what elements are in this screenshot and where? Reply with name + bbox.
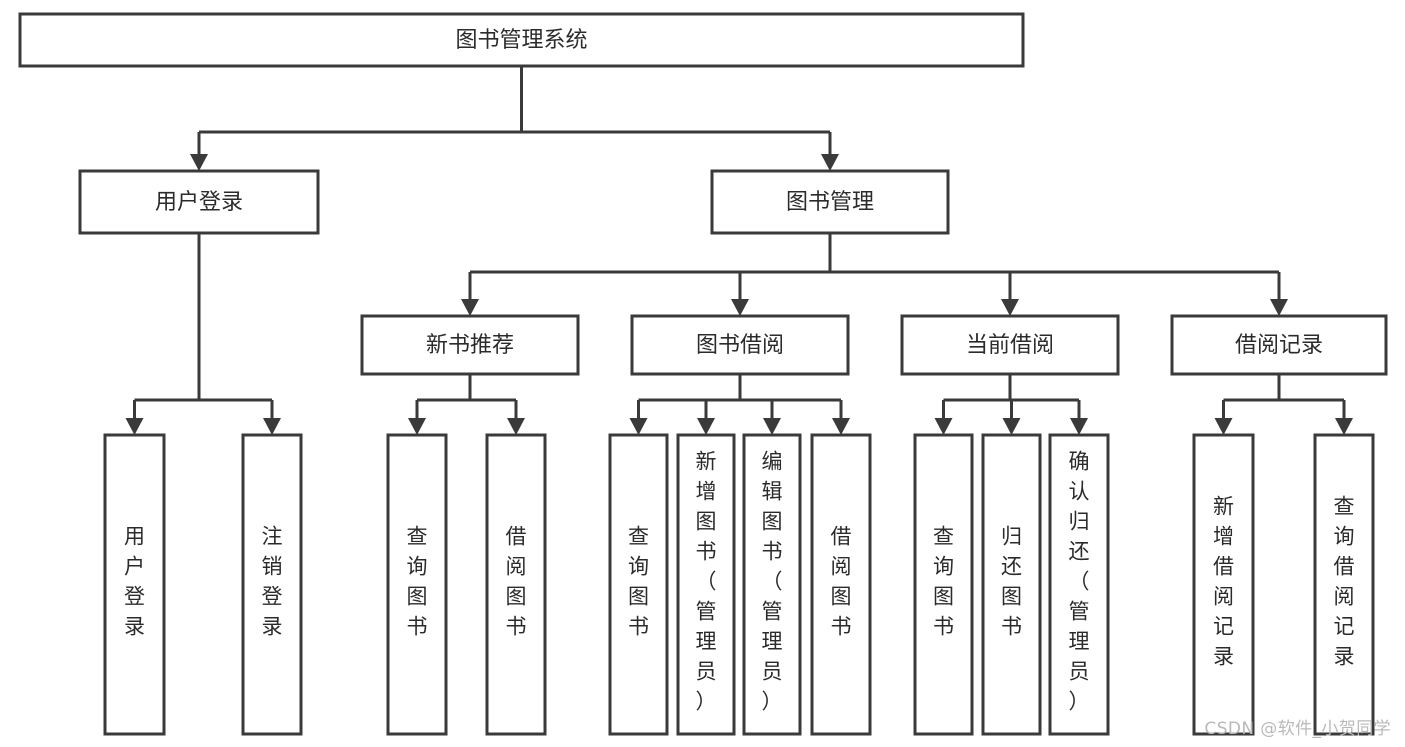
- arrow-head-icon: [1070, 418, 1088, 435]
- node-label: 图书借阅: [696, 333, 784, 358]
- node-label: 确认归还（管理员）: [1069, 450, 1090, 714]
- node-label: 当前借阅: [966, 333, 1054, 358]
- node-current-borrow[interactable]: 当前借阅: [900, 314, 1120, 376]
- arrow-head-icon: [731, 299, 749, 316]
- arrow-head-icon: [1002, 418, 1021, 435]
- node-leaf-return-book[interactable]: 归还图书: [981, 433, 1042, 736]
- arrow-head-icon: [934, 418, 953, 435]
- node-label: 编辑图书（管理员）: [762, 450, 783, 714]
- node-label: 图书管理系统: [455, 28, 587, 53]
- arrow-head-icon: [629, 418, 648, 435]
- node-leaf-query-book-3[interactable]: 查询图书: [913, 433, 974, 736]
- connector-layer: [125, 66, 1353, 435]
- node-leaf-confirm-return[interactable]: 确认归还（管理员）: [1048, 433, 1110, 736]
- node-user-login[interactable]: 用户登录: [78, 169, 320, 235]
- node-book-borrow[interactable]: 图书借阅: [630, 314, 850, 376]
- node-label: 查询借阅记录: [1334, 495, 1355, 669]
- node-label: 注销登录: [262, 525, 283, 639]
- arrow-head-icon: [832, 418, 850, 435]
- node-leaf-borrow-book-1[interactable]: 借阅图书: [485, 433, 547, 736]
- arrow-head-icon: [1001, 299, 1019, 316]
- node-leaf-logout-login[interactable]: 注销登录: [241, 433, 303, 736]
- node-leaf-query-record[interactable]: 查询借阅记录: [1313, 433, 1375, 736]
- node-label: 借阅图书: [831, 525, 852, 639]
- node-label: 查询图书: [933, 525, 954, 639]
- node-leaf-add-book[interactable]: 新增图书（管理员）: [676, 433, 736, 736]
- node-leaf-edit-book[interactable]: 编辑图书（管理员）: [742, 433, 802, 736]
- node-label: 归还图书: [1001, 525, 1022, 639]
- arrow-head-icon: [1214, 418, 1233, 435]
- node-root-图书管理系统[interactable]: 图书管理系统: [18, 12, 1025, 68]
- arrow-head-icon: [125, 418, 144, 435]
- node-borrow-record[interactable]: 借阅记录: [1170, 314, 1388, 376]
- node-label: 查询图书: [407, 525, 428, 639]
- arrow-head-icon: [408, 418, 426, 435]
- node-label: 新增借阅记录: [1213, 495, 1234, 669]
- node-leaf-query-book-2[interactable]: 查询图书: [608, 433, 669, 736]
- node-book-manage[interactable]: 图书管理: [710, 169, 950, 235]
- node-label: 图书管理: [786, 190, 874, 215]
- arrow-head-icon: [697, 418, 715, 435]
- node-label: 新增图书（管理员）: [696, 450, 717, 714]
- arrow-head-icon: [461, 299, 479, 316]
- node-label: 借阅图书: [506, 525, 527, 639]
- node-layer: 图书管理系统用户登录图书管理新书推荐图书借阅当前借阅借阅记录用户登录注销登录查询…: [18, 12, 1388, 736]
- node-label: 借阅记录: [1235, 333, 1323, 358]
- node-label: 用户登录: [124, 525, 145, 639]
- arrow-head-icon: [190, 154, 208, 171]
- node-leaf-borrow-book-2[interactable]: 借阅图书: [810, 433, 872, 736]
- arrow-head-icon: [1270, 299, 1288, 316]
- node-label: 查询图书: [628, 525, 649, 639]
- arrow-head-icon: [1335, 418, 1353, 435]
- node-leaf-query-book-1[interactable]: 查询图书: [386, 433, 448, 736]
- node-label: 用户登录: [155, 190, 243, 215]
- arrow-head-icon: [263, 418, 281, 435]
- node-leaf-user-login[interactable]: 用户登录: [103, 433, 166, 736]
- arrow-head-icon: [763, 418, 781, 435]
- arrow-head-icon: [507, 418, 525, 435]
- watermark: CSDN @软件_小贺同学: [1204, 719, 1391, 739]
- node-leaf-add-record[interactable]: 新增借阅记录: [1192, 433, 1255, 736]
- node-new-book-recommend[interactable]: 新书推荐: [360, 314, 580, 376]
- node-label: 新书推荐: [426, 333, 514, 358]
- arrow-head-icon: [821, 154, 839, 171]
